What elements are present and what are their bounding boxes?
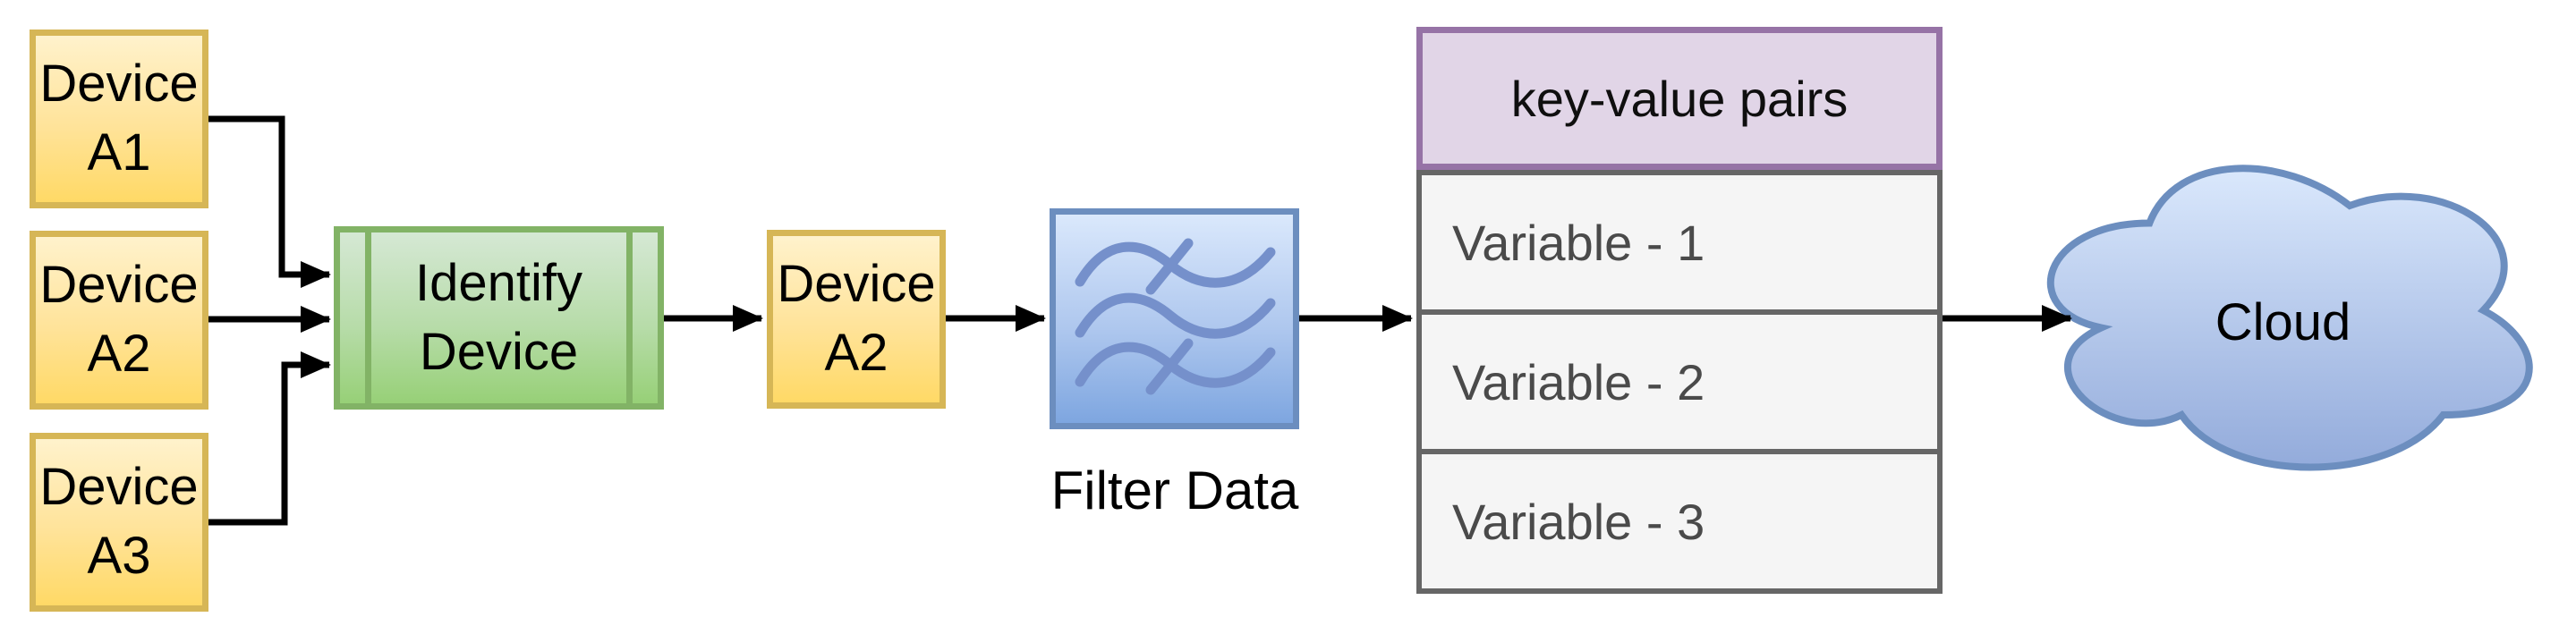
- table-row-variable-3: Variable - 3: [1416, 449, 1943, 594]
- device-a2-identified-label-line2: A2: [824, 324, 888, 382]
- arrow-device-a1-to-identify: [208, 115, 331, 288]
- device-a2-identified-node: Device A2: [767, 230, 946, 409]
- arrow-device-a3-to-identify: [208, 351, 331, 526]
- cloud-node: Cloud: [2016, 136, 2550, 485]
- device-a2-source-label-line2: A2: [87, 325, 151, 383]
- device-a1-label-line1: Device: [39, 55, 199, 114]
- device-a1-node: Device A1: [30, 30, 208, 208]
- filter-caption: Filter Data: [1050, 460, 1299, 520]
- filter-waves-icon: [1075, 238, 1276, 395]
- device-a3-label-line1: Device: [39, 458, 199, 517]
- kv-table-header: key-value pairs: [1416, 27, 1943, 170]
- device-a2-source-label-line1: Device: [39, 256, 199, 315]
- identify-device-process-node: Identify Device: [334, 226, 664, 410]
- device-a2-identified-label-line1: Device: [777, 255, 936, 314]
- cloud-shape: [2046, 165, 2533, 471]
- device-a3-node: Device A3: [30, 433, 208, 612]
- filter-node: [1050, 208, 1299, 429]
- identify-device-label-line2: Device: [419, 322, 579, 381]
- table-row-variable-2: Variable - 2: [1416, 309, 1943, 454]
- device-a2-source-node: Device A2: [30, 231, 208, 410]
- device-a1-label-line2: A1: [87, 123, 151, 182]
- process-left-bar: [365, 232, 371, 403]
- identify-device-label-line1: Identify: [415, 253, 582, 312]
- process-right-bar: [626, 232, 633, 403]
- kv-table: key-value pairs Variable - 1 Variable - …: [1416, 27, 1943, 594]
- device-a3-label-line2: A3: [87, 527, 151, 585]
- table-row-variable-1: Variable - 1: [1416, 170, 1943, 315]
- cloud-label: Cloud: [2215, 292, 2351, 351]
